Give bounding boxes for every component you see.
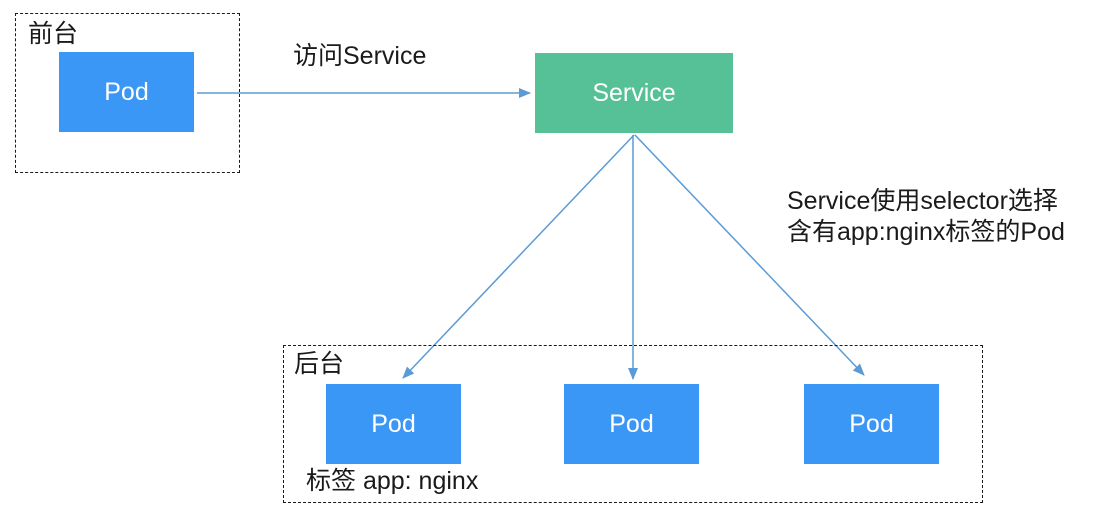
arrow-service-to-pod-3 bbox=[634, 134, 865, 376]
selector-note-line-1: Service使用selector选择 bbox=[787, 187, 1058, 215]
selector-note: Service使用selector选择 含有app:nginx标签的Pod bbox=[787, 186, 1065, 248]
backend-pod-node-1: Pod bbox=[326, 384, 461, 464]
arrow-service-to-pod-1 bbox=[402, 134, 635, 379]
access-service-arrow-label: 访问Service bbox=[293, 42, 427, 70]
selector-note-line-2: 含有app:nginx标签的Pod bbox=[787, 218, 1065, 246]
frontend-pod-label: Pod bbox=[104, 77, 149, 106]
frontend-group-box: 前台 Pod bbox=[15, 13, 240, 173]
backend-pod-node-3: Pod bbox=[804, 384, 939, 464]
frontend-group-label: 前台 bbox=[28, 20, 79, 48]
service-node: Service bbox=[535, 53, 733, 133]
backend-tag-label: 标签 app: nginx bbox=[306, 467, 479, 495]
backend-pod-3-label: Pod bbox=[849, 409, 894, 438]
backend-group-label: 后台 bbox=[294, 350, 345, 378]
backend-group-box: 后台 Pod Pod Pod 标签 app: nginx bbox=[283, 345, 983, 503]
backend-pod-2-label: Pod bbox=[609, 409, 654, 438]
backend-pod-1-label: Pod bbox=[371, 409, 416, 438]
frontend-pod-node: Pod bbox=[59, 52, 194, 132]
backend-pod-node-2: Pod bbox=[564, 384, 699, 464]
service-node-label: Service bbox=[592, 78, 676, 107]
